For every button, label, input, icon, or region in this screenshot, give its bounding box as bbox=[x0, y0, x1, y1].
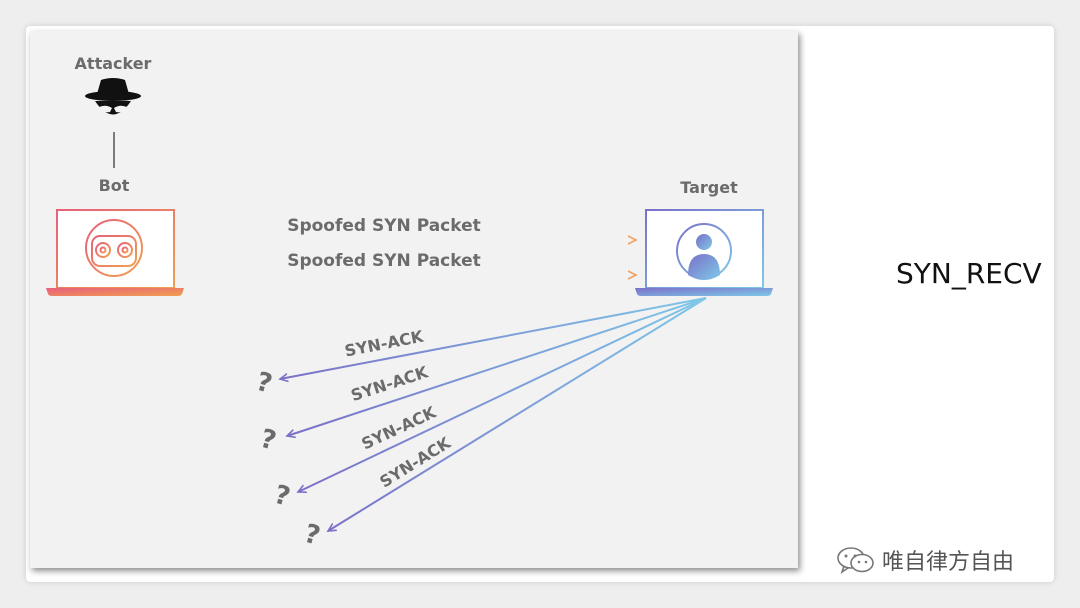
bot-label: Bot bbox=[99, 176, 130, 195]
watermark: 唯自律方自由 bbox=[836, 542, 1014, 578]
synack-label-2: SYN-ACK bbox=[348, 362, 430, 405]
target-laptop bbox=[635, 209, 773, 296]
user-icon bbox=[676, 223, 732, 280]
unknown-mark-2: ? bbox=[257, 424, 279, 457]
spoofed-syn-label-2: Spoofed SYN Packet bbox=[287, 251, 481, 271]
synack-arrow-1 bbox=[280, 297, 707, 379]
unknown-mark-3: ? bbox=[271, 480, 293, 513]
unknown-mark-4: ? bbox=[301, 519, 323, 552]
bot-laptop bbox=[46, 209, 184, 296]
synack-label-1: SYN-ACK bbox=[343, 327, 425, 361]
synack-arrow-3 bbox=[298, 297, 707, 492]
spy-icon bbox=[85, 78, 141, 115]
synack-arrow-4 bbox=[328, 297, 707, 531]
attacker-label: Attacker bbox=[75, 54, 152, 73]
watermark-text: 唯自律方自由 bbox=[882, 550, 1015, 575]
target-label: Target bbox=[680, 178, 738, 197]
spoofed-syn-label-1: Spoofed SYN Packet bbox=[287, 216, 481, 236]
syn-recv-state-label: SYN_RECV bbox=[896, 257, 1042, 290]
synack-arrow-2 bbox=[287, 297, 707, 436]
unknown-mark-1: ? bbox=[253, 367, 275, 400]
robot-icon bbox=[85, 219, 143, 277]
wechat-icon bbox=[837, 547, 874, 574]
